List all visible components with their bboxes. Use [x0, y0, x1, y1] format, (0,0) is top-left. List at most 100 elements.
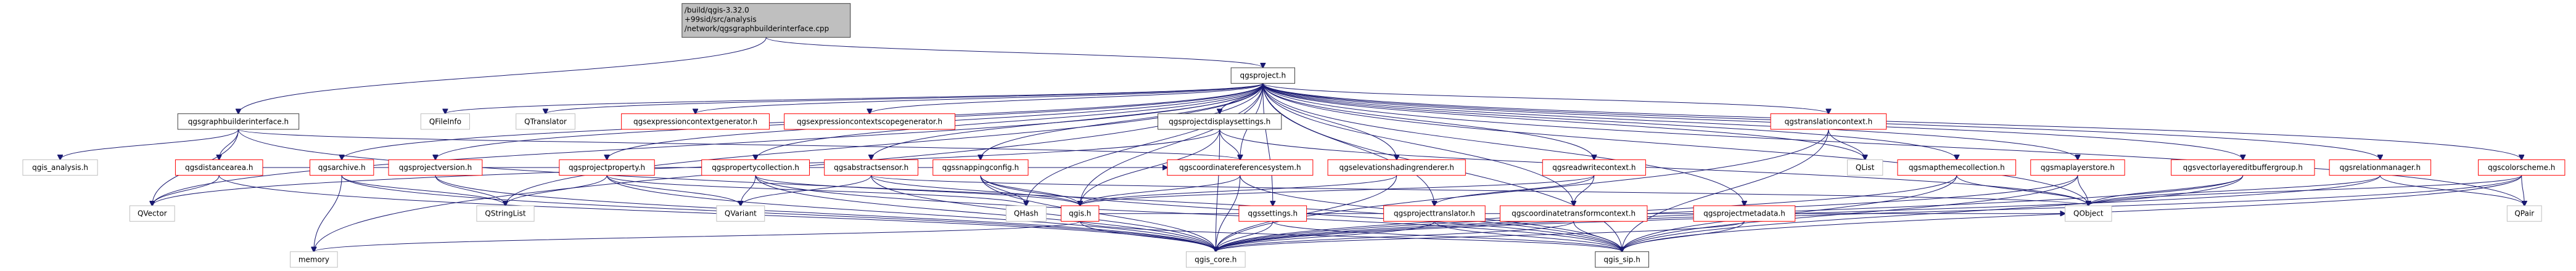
- edge-qgsprojectdisplaysettings-to-qgscoordinatereferencesystem: [1219, 129, 1240, 160]
- node-label: qgsprojecttranslator.h: [1394, 209, 1475, 218]
- node-box: [1167, 159, 1314, 176]
- edge-qgscolorscheme-to-QObject: [2088, 175, 2522, 206]
- node-qgsmapthemecollection[interactable]: qgsmapthemecollection.h: [1897, 159, 2017, 176]
- edge-qgsprojectproperty-to-QVariant: [606, 175, 741, 206]
- node-qgselevationshadingrenderer[interactable]: qgselevationshadingrenderer.h: [1327, 159, 1466, 176]
- node-qgsdistancearea[interactable]: qgsdistancearea.h: [175, 159, 263, 176]
- node-label: QObject: [2073, 209, 2104, 218]
- edge-qgsabstractsensor-to-QObject: [871, 175, 2089, 206]
- edge-qgsreadwritecontext-to-qgis: [1080, 175, 1595, 206]
- node-box: [2030, 159, 2125, 176]
- edge-qgsproject-to-qgis: [1080, 83, 1264, 206]
- edge-qgsprojectproperty-to-QStringList: [506, 175, 607, 206]
- node-qgis_sip[interactable]: qgis_sip.h: [1595, 251, 1649, 268]
- node-qgssettings[interactable]: qgssettings.h: [1238, 205, 1307, 222]
- node-qgsvectorlayereditbuffergroup[interactable]: qgsvectorlayereditbuffergroup.h: [2171, 159, 2315, 176]
- node-QStringList: QStringList: [476, 205, 535, 222]
- node-box: [129, 205, 175, 222]
- node-qgspropertycollection[interactable]: qgspropertycollection.h: [701, 159, 810, 176]
- node-qgsrelationmanager[interactable]: qgsrelationmanager.h: [2329, 159, 2432, 176]
- node-box: [824, 159, 919, 176]
- edge-qgsreadwritecontext-to-qgsprojecttranslator: [1434, 175, 1595, 206]
- node-label: /network/qgsgraphbuilderinterface.cpp: [685, 25, 829, 33]
- node-box: [701, 159, 810, 176]
- node-qgis[interactable]: qgis.h: [1061, 205, 1100, 222]
- edge-qgsgraphbuilderinterface-to-qgis_analysis: [60, 129, 239, 160]
- node-QVariant: QVariant: [716, 205, 765, 222]
- node-qgsarchive[interactable]: qgsarchive.h: [310, 159, 374, 176]
- node-qgsgraphbuilderinterface[interactable]: qgsgraphbuilderinterface.h: [177, 113, 300, 130]
- node-box: [2478, 159, 2566, 176]
- edge-qgscoordinatereferencesystem-to-qgis_core: [1216, 175, 1241, 252]
- node-box: [1005, 205, 1047, 222]
- node-qgscoordinatereferencesystem[interactable]: qgscoordinatereferencesystem.h: [1167, 159, 1314, 176]
- node-label: QHash: [1014, 209, 1039, 218]
- edge-qgsproject-to-qgsprojecttranslator: [1262, 83, 1434, 206]
- node-qgssnappingconfig[interactable]: qgssnappingconfig.h: [932, 159, 1029, 176]
- edge-qgsabstractsensor-to-qgis: [871, 175, 1080, 206]
- edge-qgsprojectdisplaysettings-to-QVector: [152, 129, 1220, 206]
- node-label: QStringList: [485, 209, 526, 218]
- node-label: qgsprojectdisplaysettings.h: [1169, 117, 1270, 126]
- edge-qgsprojectmetadata-to-qgis_core: [1216, 220, 1745, 251]
- edge-qgselevationshadingrenderer-to-qgis: [1080, 175, 1397, 206]
- node-box: [1061, 205, 1100, 222]
- node-box: [1238, 205, 1307, 222]
- node-label: qgsmapthemecollection.h: [1909, 163, 2005, 172]
- edge-qgsrelationmanager-to-QObject: [2088, 175, 2381, 206]
- node-qgsprojecttranslator[interactable]: qgsprojecttranslator.h: [1383, 205, 1486, 222]
- edge-qgsproject-to-QTranslator: [546, 83, 1264, 113]
- node-label: qgsreadwritecontext.h: [1552, 163, 1636, 172]
- edge-qgsgraphbuilderinterface-to-qgsdistancearea: [219, 129, 239, 160]
- node-label: qgsvectorlayereditbuffergroup.h: [2183, 163, 2303, 172]
- node-qgsprojectversion[interactable]: qgsprojectversion.h: [388, 159, 483, 176]
- node-qgscoordinatetransformcontext[interactable]: qgscoordinatetransformcontext.h: [1499, 205, 1648, 222]
- edge-qgsgraphbuilderinterface-to-qgis_sip: [238, 129, 1623, 252]
- node-box: [1770, 113, 1887, 130]
- edge-qgspropertycollection-to-QVariant: [741, 175, 756, 206]
- node-qgsprojectproperty[interactable]: qgsprojectproperty.h: [559, 159, 655, 176]
- edge-qgis-to-qgis_sip: [1079, 220, 1622, 251]
- node-qgsabstractsensor[interactable]: qgsabstractsensor.h: [824, 159, 919, 176]
- node-box: [932, 159, 1029, 176]
- node-label: qgis_sip.h: [1603, 255, 1640, 264]
- node-qgscolorscheme[interactable]: qgscolorscheme.h: [2478, 159, 2566, 176]
- node-qgis_core: qgis_core.h: [1185, 251, 1246, 268]
- node-QPair: QPair: [2506, 205, 2542, 222]
- node-label: QList: [1856, 163, 1875, 172]
- node-box: [2065, 205, 2112, 222]
- node-qgsmaplayerstore[interactable]: qgsmaplayerstore.h: [2030, 159, 2125, 176]
- edge-qgssettings-to-qgis_sip: [1272, 220, 1622, 251]
- node-label: qgsprojectmetadata.h: [1703, 209, 1785, 218]
- edge-qgsarchive-to-memory: [314, 175, 342, 252]
- node-root[interactable]: /build/qgis-3.32.0+99sid/src/analysis/ne…: [681, 3, 851, 38]
- node-qgsexpressioncontextscopegenerator[interactable]: qgsexpressioncontextscopegenerator.h: [784, 113, 955, 130]
- node-qgsprojectdisplaysettings[interactable]: qgsprojectdisplaysettings.h: [1158, 113, 1282, 130]
- node-label: qgssettings.h: [1248, 209, 1298, 218]
- edge-qgsproject-to-qgsprojectdisplaysettings: [1220, 83, 1264, 113]
- node-QTranslator: QTranslator: [516, 113, 575, 130]
- node-label: qgis_analysis.h: [32, 163, 88, 172]
- edge-qgsproject-to-QList: [1262, 83, 1865, 160]
- node-qgsreadwritecontext[interactable]: qgsreadwritecontext.h: [1542, 159, 1646, 176]
- edge-qgsproject-to-qgstranslationcontext: [1262, 83, 1829, 113]
- node-box: [681, 3, 851, 38]
- node-box: [1327, 159, 1466, 176]
- edge-qgsabstractsensor-to-QVariant: [741, 175, 872, 206]
- node-QFileInfo: QFileInfo: [420, 113, 470, 130]
- node-qgsproject[interactable]: qgsproject.h: [1230, 67, 1295, 84]
- node-qgsprojectmetadata[interactable]: qgsprojectmetadata.h: [1693, 205, 1796, 222]
- node-QVector: QVector: [129, 205, 175, 222]
- node-box: [1230, 67, 1295, 84]
- node-box: [2171, 159, 2315, 176]
- edge-qgsarchive-to-QStringList: [341, 175, 505, 206]
- edge-qgstranslationcontext-to-QList: [1828, 129, 1865, 160]
- node-label: qgsarchive.h: [318, 163, 366, 172]
- node-label: QFileInfo: [429, 117, 461, 126]
- node-qgsexpressioncontextgenerator[interactable]: qgsexpressioncontextgenerator.h: [621, 113, 770, 130]
- node-qgstranslationcontext[interactable]: qgstranslationcontext.h: [1770, 113, 1887, 130]
- edge-qgsproject-to-qgssettings: [1262, 83, 1273, 206]
- edge-qgsproject-to-qgssnappingconfig: [981, 83, 1264, 160]
- edge-qgspropertycollection-to-qgis: [755, 175, 1080, 206]
